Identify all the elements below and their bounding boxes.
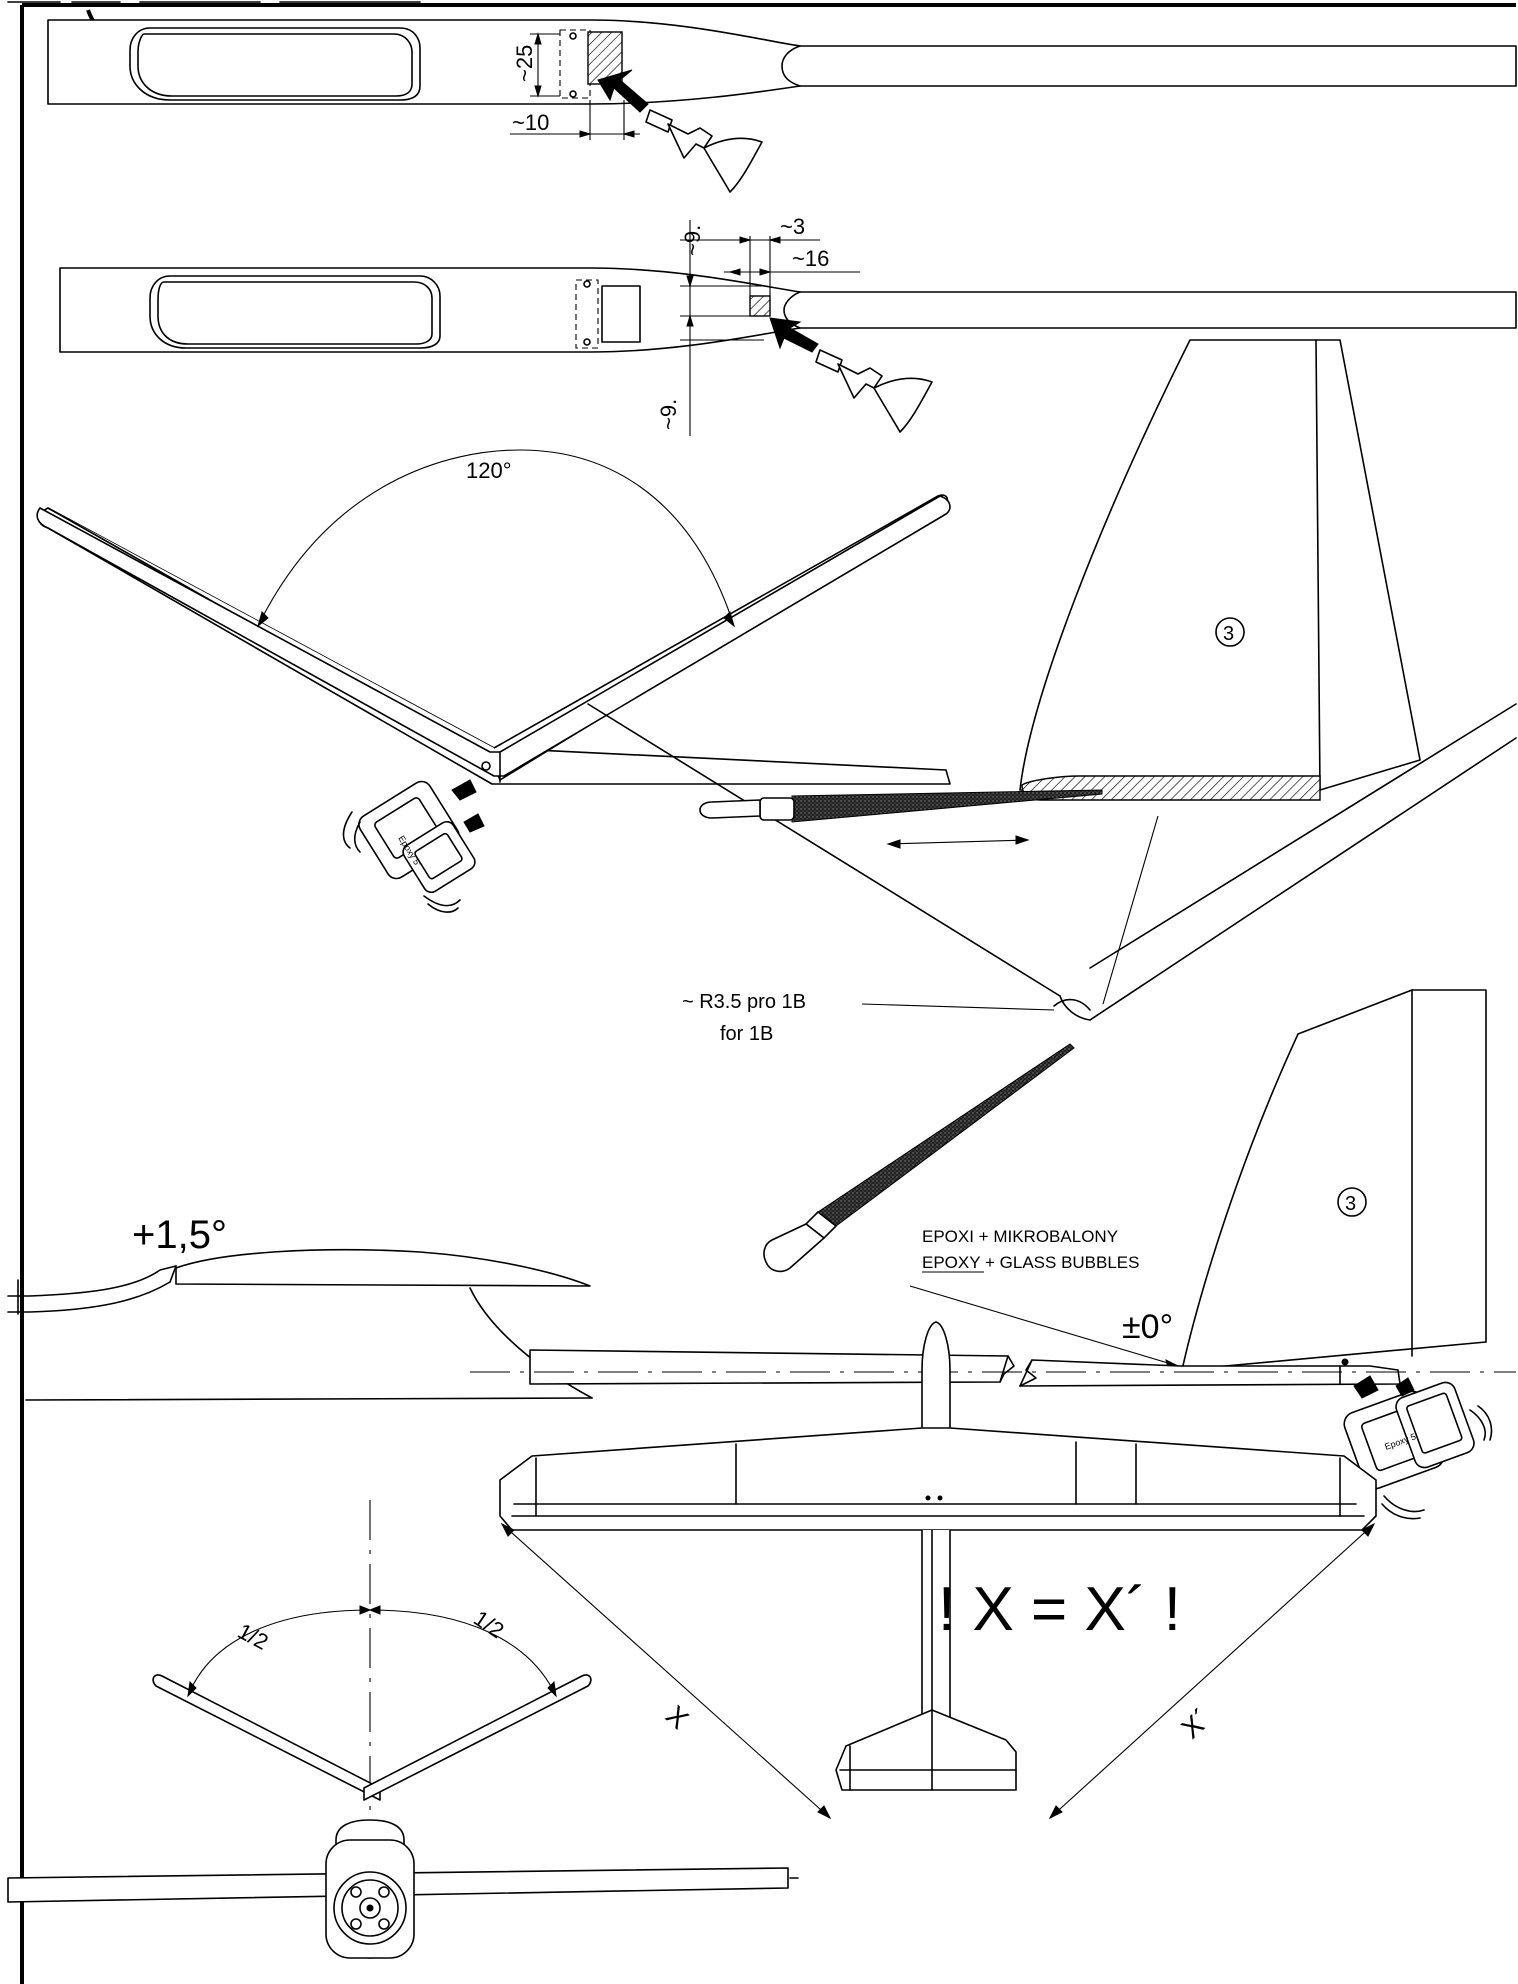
dim-offset-glue-label: ~10 (512, 110, 549, 135)
arc-arrow-left (257, 611, 269, 628)
sanding-file-icon-upper (699, 789, 1103, 849)
arc-half-arrow-mid-left (359, 1605, 372, 1615)
epoxy-note-cz: EPOXI + MIKROBALONY (922, 1227, 1118, 1246)
angle-tail-label: ±0° (1122, 1308, 1173, 1346)
epoxy-bottle-icon-lower (1343, 1375, 1493, 1520)
dim-offset-glue (510, 100, 640, 140)
dim-width-glue (530, 32, 560, 98)
angle-dihedral-label: 120° (466, 458, 512, 483)
epoxy-note-en: EPOXY + GLASS BUBBLES (922, 1253, 1140, 1272)
wing-dihedral-view (36, 494, 951, 785)
fin-lower-number: 3 (1345, 1193, 1356, 1215)
dim-x-prime-label: X´ (1175, 1703, 1217, 1745)
angle-half-left-label: 1/2 (234, 1618, 273, 1654)
dim-length-label: ~16 (792, 246, 829, 271)
dim-height-bottom-label: ~9. (656, 399, 681, 430)
arc-half-arrow-left (187, 1680, 197, 1698)
fin-upper (1019, 339, 1421, 801)
radius-note-en: for 1B (720, 1023, 773, 1045)
radius-notch (1053, 998, 1091, 1011)
dim-width-glue-label: ~25 (512, 45, 537, 82)
dim-height-top-label: ~9. (680, 225, 705, 256)
dim-x-label: X (660, 1699, 695, 1735)
arc-arrow-right (723, 611, 735, 628)
model-front-view (7, 1500, 799, 1959)
fuselage-top-view-2 (59, 267, 1517, 433)
epoxy-leader (909, 1285, 1179, 1367)
radius-note: ~ R3.5 pro 1B (682, 991, 806, 1013)
model-plan-view (499, 1321, 1377, 1791)
arc-half-arrow-mid-right (368, 1605, 381, 1615)
dim-heights-and-step (680, 220, 860, 436)
fin-lower (1181, 989, 1487, 1371)
dim-x-left (500, 1522, 832, 1820)
dim-x-right (1048, 1522, 1376, 1820)
arc-dihedral (257, 449, 735, 627)
radius-leader (861, 1003, 1055, 1011)
equality-note: ! X = X´ ! (938, 1575, 1181, 1644)
fuselage-side-view (7, 1248, 1516, 1401)
sanding-file-icon-lower (763, 1043, 1075, 1273)
fin-upper-pointer (1102, 815, 1159, 1005)
fuselage-top-view-1 (47, 19, 1517, 193)
wing-rear-view (587, 703, 1517, 1021)
arc-half-arrow-right (547, 1680, 557, 1698)
dim-step-label: ~3 (780, 214, 805, 239)
sheet-frame (20, 3, 1516, 1984)
fin-upper-number: 3 (1223, 623, 1234, 645)
angle-half-right-label: 1/2 (469, 1605, 508, 1643)
epoxy-bottle-icon-upper (342, 761, 491, 913)
angle-wing-label: +1,5° (132, 1213, 227, 1257)
